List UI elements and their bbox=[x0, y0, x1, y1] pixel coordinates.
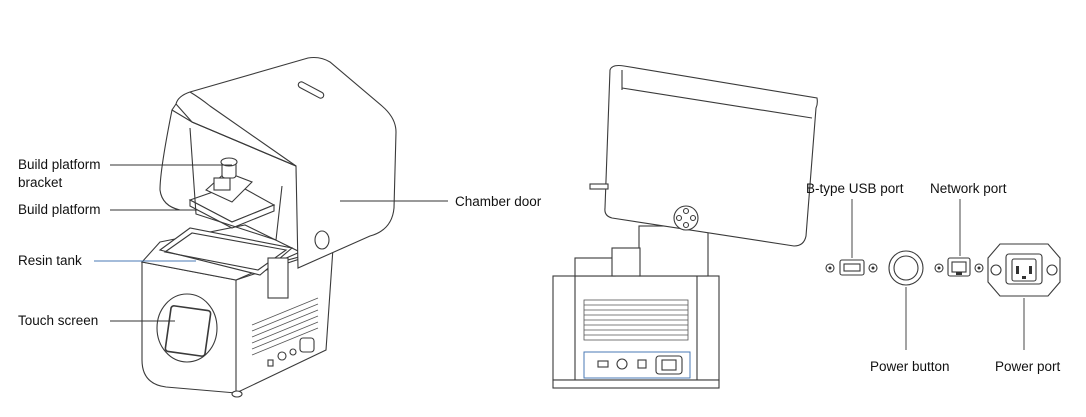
label-touch-screen: Touch screen bbox=[18, 313, 98, 328]
label-build-platform-bracket-1: Build platform bbox=[18, 157, 101, 172]
label-chamber-door: Chamber door bbox=[455, 194, 542, 209]
label-resin-tank: Resin tank bbox=[18, 253, 82, 268]
network-port-icon bbox=[934, 257, 984, 277]
power-button-icon bbox=[888, 250, 924, 286]
printer-front-illustration bbox=[140, 56, 397, 398]
label-power-port: Power port bbox=[995, 359, 1061, 374]
usb-port-icon bbox=[825, 259, 878, 276]
power-port-icon bbox=[987, 243, 1061, 297]
label-power-button: Power button bbox=[870, 359, 950, 374]
printer-rear-illustration bbox=[552, 64, 818, 389]
label-build-platform-bracket-2: bracket bbox=[18, 175, 63, 190]
label-build-platform: Build platform bbox=[18, 202, 101, 217]
label-network-port: Network port bbox=[930, 181, 1007, 196]
label-usb-port: B-type USB port bbox=[806, 181, 904, 196]
